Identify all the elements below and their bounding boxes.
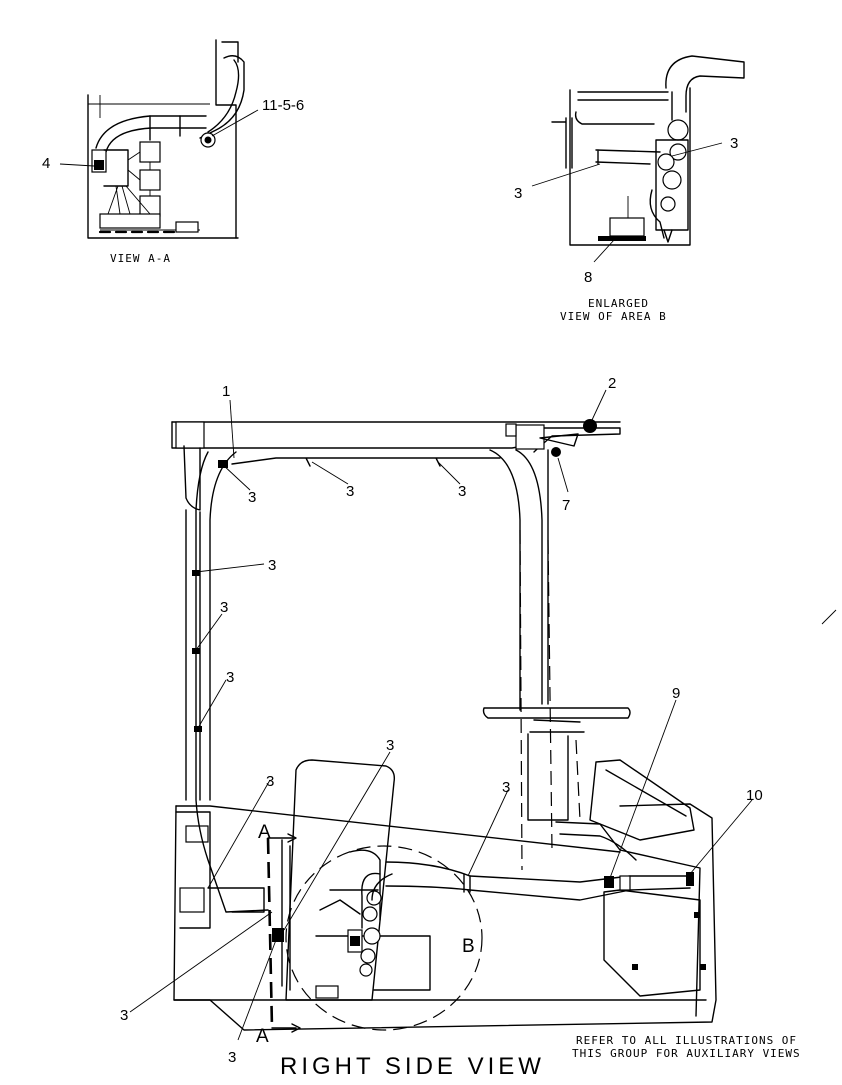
area-b-caption-line2: VIEW OF AREA B — [560, 310, 667, 323]
right-side-view-title: RIGHT SIDE VIEW — [280, 1053, 545, 1080]
callout-1: 1 — [222, 383, 230, 400]
stray-mark — [821, 609, 837, 625]
callout-10: 10 — [746, 787, 763, 804]
callout-3-a: 3 — [248, 489, 256, 506]
callout-11-5-6: 11-5-6 — [262, 97, 304, 114]
note-line1: REFER TO ALL ILLUSTRATIONS OF — [576, 1034, 797, 1047]
callout-area-b-3-left: 3 — [514, 185, 522, 202]
section-letter-a-top: A — [258, 822, 271, 843]
callout-3-b: 3 — [346, 483, 354, 500]
callout-3-g: 3 — [386, 737, 394, 754]
callout-3-i: 3 — [502, 779, 510, 796]
callout-3-f: 3 — [226, 669, 234, 686]
view-aa-detail — [59, 39, 259, 239]
callout-7: 7 — [562, 497, 570, 514]
callout-9: 9 — [672, 685, 680, 702]
callout-3-d: 3 — [268, 557, 276, 574]
section-letter-a-bottom: A — [256, 1026, 269, 1047]
callout-area-b-3-right: 3 — [730, 135, 738, 152]
callout-2: 2 — [608, 375, 616, 392]
note-line2: THIS GROUP FOR AUXILIARY VIEWS — [572, 1047, 801, 1060]
area-b-detail — [531, 55, 745, 263]
callout-3-k: 3 — [228, 1049, 236, 1066]
area-b-caption-line1: ENLARGED — [588, 297, 649, 310]
callout-area-b-8: 8 — [584, 269, 592, 286]
area-letter-b: B — [462, 936, 475, 957]
callout-3-e: 3 — [220, 599, 228, 616]
right-side-view — [129, 389, 753, 1041]
callout-3-c: 3 — [458, 483, 466, 500]
callout-3-j: 3 — [120, 1007, 128, 1024]
view-aa-caption: VIEW A-A — [110, 252, 171, 265]
callout-3-h: 3 — [266, 773, 274, 790]
callout-4: 4 — [42, 155, 50, 172]
